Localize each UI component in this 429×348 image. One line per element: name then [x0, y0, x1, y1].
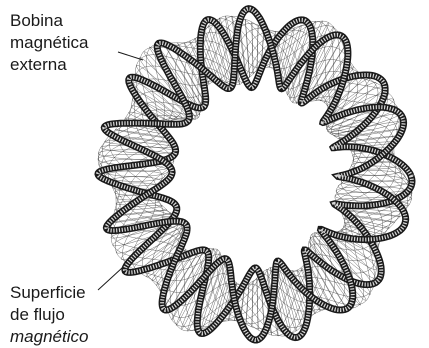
coil-label: Bobina magnética externa: [10, 10, 88, 76]
coil-label-line-2: magnética: [10, 32, 88, 54]
coil-leader-line: [118, 52, 143, 60]
flux-surface-label-line-2: de flujo: [10, 304, 88, 326]
flux-surface-label-line-3: magnético: [10, 326, 88, 348]
flux-surface-label: Superficie de flujo magnético: [10, 282, 88, 348]
coil-label-line-3: externa: [10, 54, 88, 76]
surface-leader-line: [98, 268, 122, 290]
flux-surface-label-line-1: Superficie: [10, 282, 88, 304]
magnetic-flux-surface-mesh: [98, 16, 412, 336]
coil-label-line-1: Bobina: [10, 10, 88, 32]
